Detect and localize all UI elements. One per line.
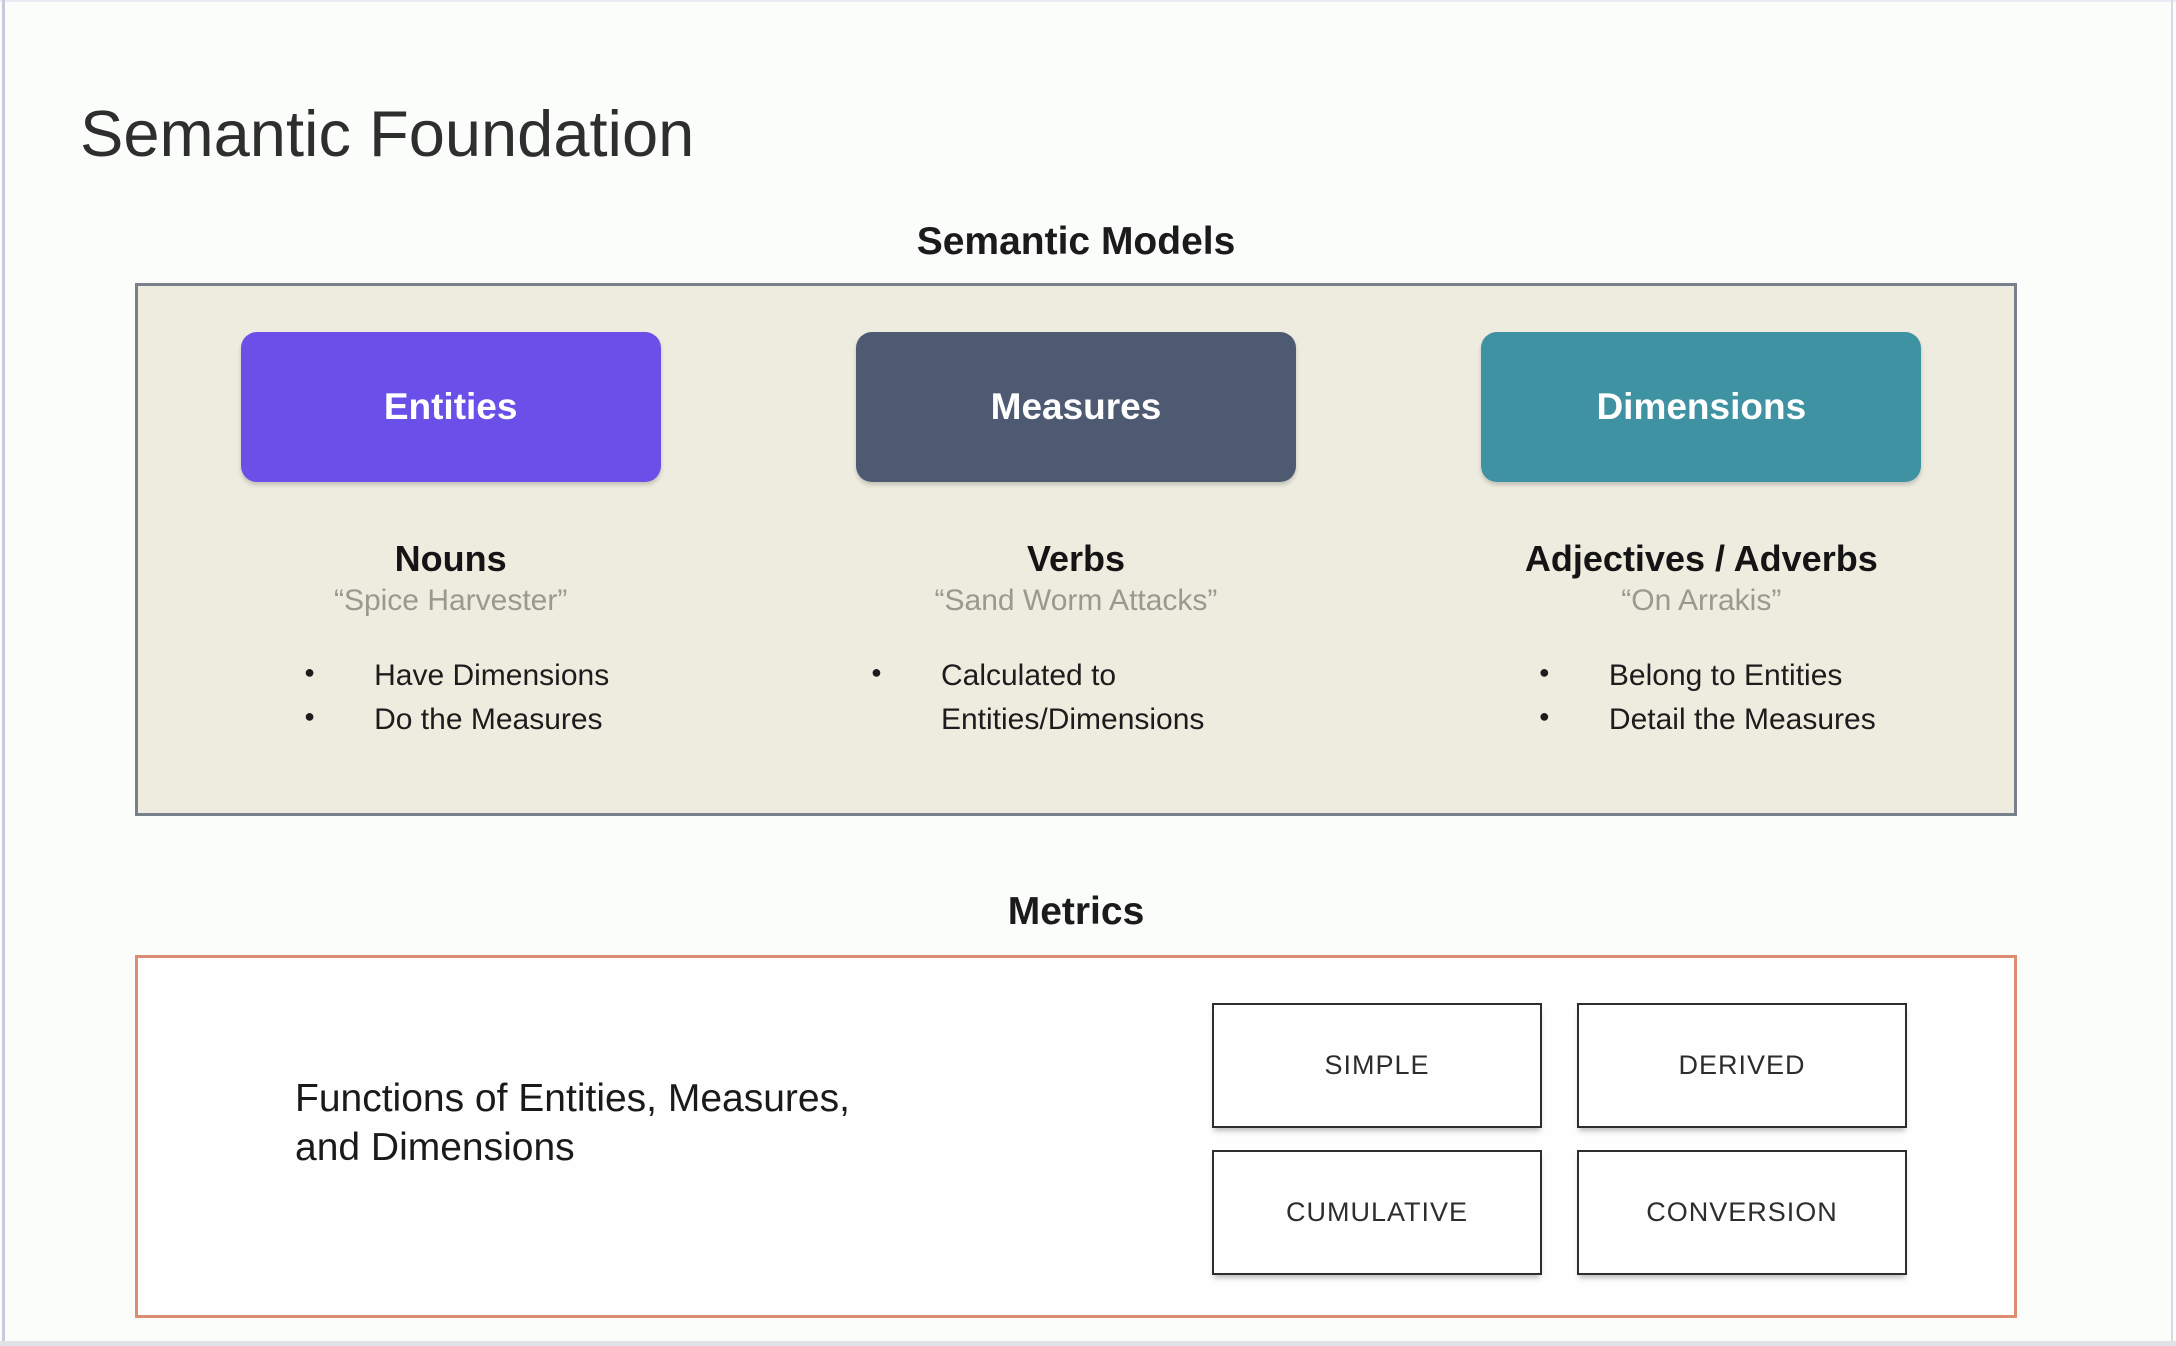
entities-column: Entities Nouns “Spice Harvester” Have Di… <box>138 332 763 813</box>
entities-heading: Nouns <box>394 538 507 579</box>
bullet-item: Do the Measures <box>292 698 609 742</box>
entities-button: Entities <box>240 332 661 482</box>
metric-type-cumulative: CUMULATIVE <box>1212 1150 1542 1275</box>
entities-quote: “Spice Harvester” <box>333 584 568 617</box>
frame-top-edge <box>0 0 2176 2</box>
dimensions-bullet-list: Belong to Entities Detail the Measures <box>1527 654 1876 741</box>
semantic-models-panel: Entities Nouns “Spice Harvester” Have Di… <box>135 283 2017 816</box>
dimensions-heading: Adjectives / Adverbs <box>1524 538 1878 579</box>
semantic-models-heading: Semantic Models <box>916 220 1236 263</box>
metric-types-grid: SIMPLE DERIVED CUMULATIVE CONVERSION <box>1212 1003 1907 1275</box>
frame-bottom-edge <box>0 1341 2176 1346</box>
dimensions-column: Dimensions Adjectives / Adverbs “On Arra… <box>1389 332 2014 813</box>
measures-bullet-list: Calculated to Entities/Dimensions <box>859 654 1293 741</box>
metric-type-derived: DERIVED <box>1577 1003 1907 1128</box>
bullet-item: Calculated to Entities/Dimensions <box>859 654 1293 741</box>
metrics-panel: Functions of Entities, Measures, and Dim… <box>135 955 2017 1318</box>
dimensions-button: Dimensions <box>1481 332 1922 482</box>
bullet-item: Have Dimensions <box>292 654 609 698</box>
metrics-description: Functions of Entities, Measures, and Dim… <box>295 1077 850 1170</box>
dimensions-quote: “On Arrakis” <box>1621 584 1782 617</box>
metric-type-simple: SIMPLE <box>1212 1003 1542 1128</box>
measures-heading: Verbs <box>1026 538 1126 579</box>
frame-right-edge <box>2171 0 2173 1346</box>
slide-title: Semantic Foundation <box>80 96 695 170</box>
bullet-item: Belong to Entities <box>1527 654 1876 698</box>
metric-type-conversion: CONVERSION <box>1577 1150 1907 1275</box>
entities-bullet-list: Have Dimensions Do the Measures <box>292 654 609 741</box>
measures-button: Measures <box>855 332 1296 482</box>
measures-quote: “Sand Worm Attacks” <box>934 584 1218 617</box>
measures-column: Measures Verbs “Sand Worm Attacks” Calcu… <box>763 332 1388 813</box>
bullet-item: Detail the Measures <box>1527 698 1876 742</box>
frame-left-edge <box>2 0 5 1346</box>
metrics-heading: Metrics <box>1007 890 1145 933</box>
